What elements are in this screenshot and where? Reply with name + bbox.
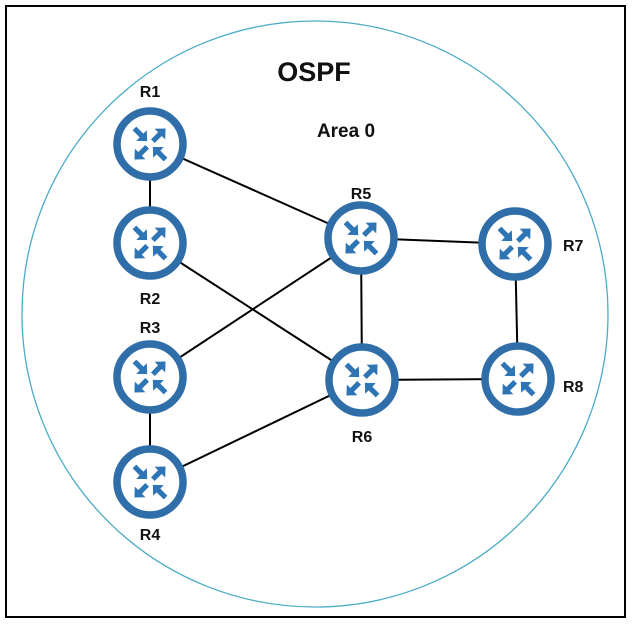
arrow-in-icon [364, 382, 380, 398]
arrow-out-icon [150, 128, 166, 144]
router-r7[interactable]: R7 [478, 207, 584, 281]
arrow-in-icon [520, 381, 536, 397]
link-r3-r5 [149, 237, 362, 378]
arrow-out-icon [362, 364, 378, 380]
arrow-in-icon [152, 146, 168, 162]
arrow-out-icon [150, 361, 166, 377]
area-0-boundary [21, 20, 609, 608]
link-r1-r5 [149, 143, 362, 239]
router-label: R4 [140, 527, 161, 544]
router-r1[interactable]: R1 [113, 84, 187, 181]
router-r4[interactable]: R4 [113, 445, 187, 544]
arrow-out-icon [134, 243, 150, 259]
router-icon [481, 342, 555, 416]
arrow-out-icon [134, 482, 150, 498]
arrow-out-icon [499, 244, 515, 260]
arrow-in-icon [497, 226, 513, 242]
arrow-out-icon [345, 238, 361, 254]
router-label: R3 [140, 320, 161, 337]
arrow-out-icon [346, 380, 362, 396]
router-label: R1 [140, 84, 161, 101]
arrow-in-icon [343, 220, 359, 236]
arrow-in-icon [517, 246, 533, 262]
router-r6[interactable]: R6 [325, 343, 399, 446]
router-icon [325, 343, 399, 417]
router-label: R5 [351, 186, 372, 203]
arrow-in-icon [344, 362, 360, 378]
router-icon [113, 445, 187, 519]
arrow-in-icon [500, 361, 516, 377]
arrow-out-icon [361, 222, 377, 238]
router-r3[interactable]: R3 [113, 320, 187, 414]
router-r8[interactable]: R8 [481, 342, 584, 416]
router-icon [324, 201, 398, 275]
arrow-in-icon [363, 240, 379, 256]
router-label: R7 [563, 238, 584, 255]
link-r4-r6 [149, 379, 363, 483]
arrow-in-icon [132, 225, 148, 241]
arrow-in-icon [132, 359, 148, 375]
router-icon [113, 107, 187, 181]
router-icon [113, 340, 187, 414]
diagram-title: OSPF [277, 57, 351, 87]
area-label: Area 0 [317, 121, 375, 142]
arrow-in-icon [132, 464, 148, 480]
arrow-out-icon [150, 466, 166, 482]
router-icon [478, 207, 552, 281]
arrow-out-icon [134, 144, 150, 160]
router-label: R8 [563, 379, 584, 396]
router-label: R2 [140, 291, 161, 308]
link-r2-r6 [149, 242, 363, 381]
links-layer [149, 143, 519, 483]
arrow-out-icon [515, 228, 531, 244]
router-r2[interactable]: R2 [113, 206, 187, 308]
arrow-out-icon [502, 379, 518, 395]
arrow-in-icon [152, 484, 168, 500]
arrow-in-icon [152, 245, 168, 261]
router-icon [113, 206, 187, 280]
arrow-in-icon [132, 126, 148, 142]
arrow-out-icon [150, 227, 166, 243]
arrow-out-icon [134, 377, 150, 393]
arrow-out-icon [518, 363, 534, 379]
router-r5[interactable]: R5 [324, 186, 398, 275]
router-label: R6 [352, 429, 373, 446]
arrow-in-icon [152, 379, 168, 395]
